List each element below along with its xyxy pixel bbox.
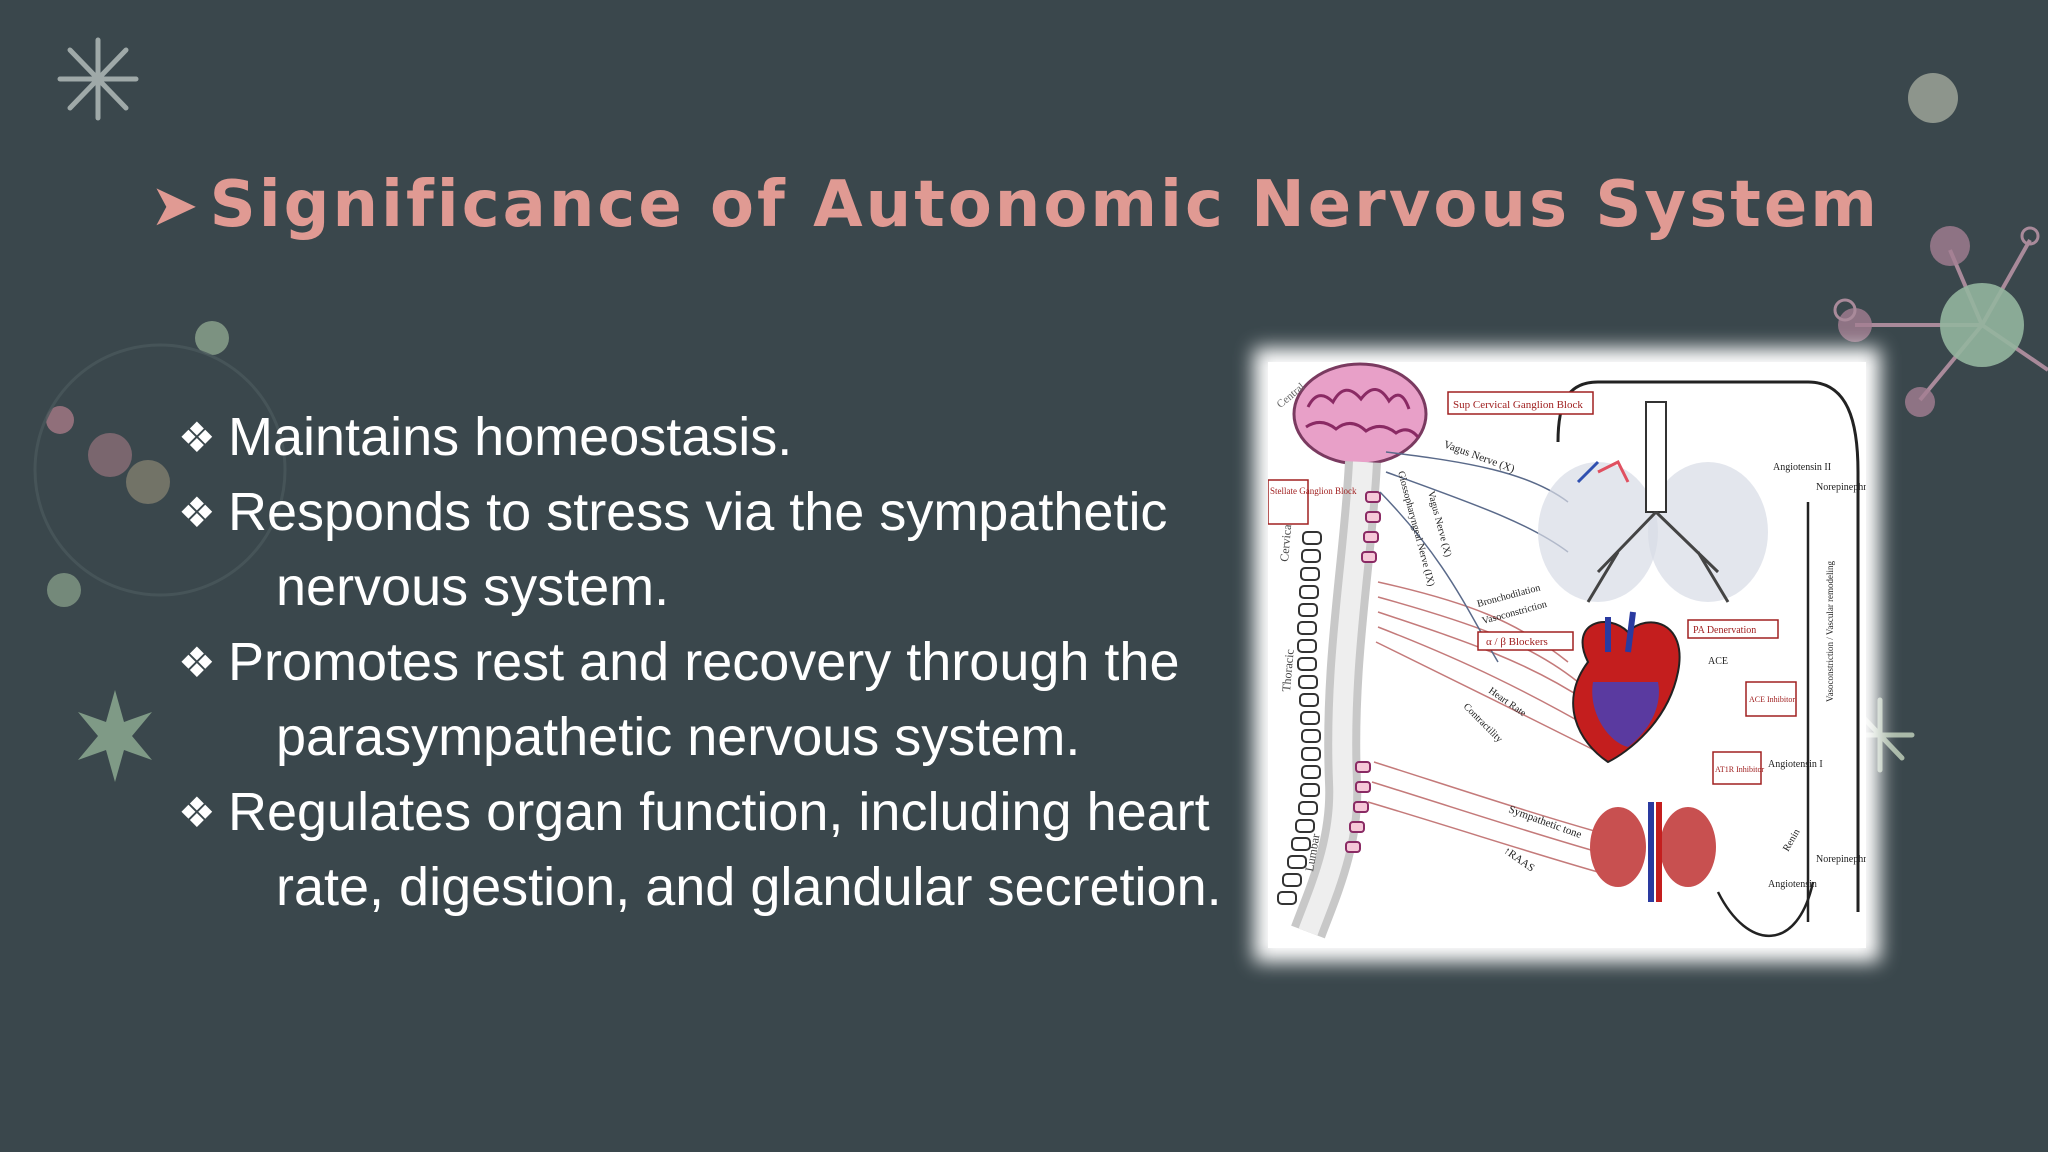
label-vagus-x: Vagus Nerve (X) (1442, 439, 1516, 476)
slide-title: ➤ Significance of Autonomic Nervous Syst… (150, 160, 1930, 250)
label-contractility: Contractility (1461, 701, 1505, 745)
diamond-bullet-icon: ❖ (178, 789, 216, 836)
label-lumbar: Lumbar (1302, 833, 1322, 873)
bullet-item: ❖ Regulates organ function, including he… (178, 775, 1238, 925)
bullet-line-continued: nervous system. (276, 557, 670, 617)
decor-dot (46, 406, 74, 434)
label-angiotensin-ii: Angiotensin II (1773, 462, 1831, 473)
bullet-item: ❖ Responds to stress via the sympathetic… (178, 475, 1238, 625)
bullet-line: Promotes rest and recovery through the (228, 632, 1180, 692)
label-stellate: Stellate Ganglion Block (1270, 486, 1357, 496)
label-vagus-2: Vagus Nerve (X) (1425, 490, 1453, 558)
ans-diagram-svg: Central Cervical Thoracic Lumbar (1267, 362, 1879, 939)
decor-dot (47, 573, 81, 607)
label-renin: Renin (1781, 827, 1802, 853)
decor-dot (88, 433, 132, 477)
bullet-line-continued: rate, digestion, and glandular secretion… (276, 857, 1222, 917)
label-ace: ACE (1708, 656, 1728, 667)
diamond-bullet-icon: ❖ (178, 489, 216, 536)
bullet-line: Responds to stress via the sympathetic (228, 482, 1168, 542)
label-blockers: α / β Blockers (1486, 636, 1548, 648)
ans-diagram-image: Central Cervical Thoracic Lumbar (1267, 362, 1879, 948)
lungs-illustration (1538, 401, 1768, 603)
vertebrae (1277, 531, 1322, 905)
label-at1r: AT1R Inhibitor (1715, 765, 1764, 774)
label-sup-cervical: Sup Cervical Ganglion Block (1453, 399, 1583, 411)
label-vaso-remodeling: Vasoconstriction / Vascular remodeling (1825, 560, 1835, 702)
bullet-line: Maintains homeostasis. (228, 407, 793, 467)
label-sympathetic-tone: Sympathetic tone (1507, 804, 1583, 842)
bullet-item: ❖ Promotes rest and recovery through the… (178, 625, 1238, 775)
sparkle-star-icon (78, 690, 152, 782)
decor-dot (126, 460, 170, 504)
decor-ring (33, 343, 287, 597)
bullet-text: Promotes rest and recovery through the pa… (228, 625, 1238, 775)
label-pa-denervation: PA Denervation (1693, 625, 1756, 636)
bullet-text: Responds to stress via the sympathetic ne… (228, 475, 1238, 625)
bullet-line-continued: parasympathetic nervous system. (276, 707, 1081, 767)
label-norepinephrine: Norepinephrine (1816, 482, 1866, 493)
label-ace-inhibitor: ACE Inhibitor (1749, 695, 1795, 704)
decor-dot (195, 321, 229, 355)
kidney-illustration (1590, 802, 1716, 902)
asterisk-star-icon (57, 37, 139, 121)
heart-illustration (1572, 611, 1681, 764)
brain-illustration (1292, 362, 1428, 466)
diamond-bullet-icon: ❖ (178, 414, 216, 461)
label-angiotensin: Angiotensin (1768, 879, 1817, 890)
arrow-bullet-icon: ➤ (150, 171, 202, 239)
label-thoracic: Thoracic (1279, 649, 1297, 693)
label-norepinephrine-2: Norepinephrine (1816, 854, 1866, 865)
bullet-line: Regulates organ function, including hear… (228, 782, 1210, 842)
label-cervical: Cervical (1277, 520, 1295, 562)
decor-dot (1908, 73, 1958, 123)
bullet-list: ❖ Maintains homeostasis. ❖ Responds to s… (178, 400, 1238, 925)
slide-title-text: Significance of Autonomic Nervous System (209, 168, 1880, 242)
bullet-text: Maintains homeostasis. (228, 400, 1238, 475)
diamond-bullet-icon: ❖ (178, 639, 216, 686)
molecule-icon (1833, 226, 2048, 417)
label-angiotensin-i: Angiotensin I (1768, 759, 1823, 770)
bullet-text: Regulates organ function, including hear… (228, 775, 1238, 925)
bullet-item: ❖ Maintains homeostasis. (178, 400, 1238, 475)
